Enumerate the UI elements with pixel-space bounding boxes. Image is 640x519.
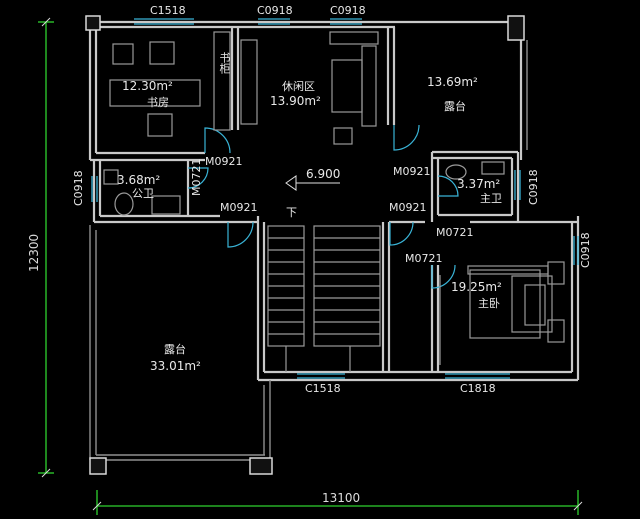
- terrace-top-area: 13.69m²: [427, 75, 478, 89]
- window-label-right-bed: C0918: [579, 232, 592, 268]
- study-area: 12.30m²: [122, 79, 173, 93]
- master-bedroom-area: 19.25m²: [451, 280, 502, 294]
- door-label-bedroom: M0721: [405, 252, 443, 265]
- terrace-railings: [89, 40, 528, 461]
- window-label-top-mid: C0918: [257, 4, 293, 17]
- level-mark: 6.900: [306, 167, 341, 181]
- stair-down-label: 下: [286, 206, 297, 219]
- walls: [88, 20, 580, 382]
- door-label-wc: M0721: [190, 158, 203, 197]
- dimension-lines: [38, 21, 579, 515]
- door-label-stair-right: M0921: [389, 201, 427, 214]
- window-label-top-left: C1518: [150, 4, 186, 17]
- staircase: [267, 225, 381, 372]
- window-label-left: C0918: [72, 170, 85, 206]
- doors: [187, 124, 459, 289]
- terrace-bottom-area: 33.01m²: [150, 359, 201, 373]
- terrace-top-name: 露台: [444, 100, 466, 113]
- master-wc-area: 3.37m²: [457, 177, 501, 191]
- window-label-top-right: C0918: [330, 4, 366, 17]
- master-bedroom-name: 主卧: [478, 297, 500, 310]
- terrace-bottom-name: 露台: [164, 343, 186, 356]
- window-label-bottom-right: C1818: [460, 382, 496, 395]
- study-cabinet-label: 书柜: [218, 52, 231, 74]
- public-wc-name: 公卫: [132, 187, 154, 200]
- study-name: 书房: [147, 96, 169, 109]
- furniture: [103, 31, 565, 372]
- public-wc-area: 3.68m²: [117, 173, 161, 187]
- dimension-height: 12300: [27, 233, 41, 272]
- dimension-width: 13100: [322, 491, 361, 505]
- master-wc-name: 主卫: [480, 192, 502, 205]
- windows: [91, 18, 579, 379]
- lounge-name: 休闲区: [282, 80, 315, 93]
- window-label-right-bath: C0918: [527, 169, 540, 205]
- level-marker-icon: [285, 175, 340, 191]
- columns: [85, 15, 525, 475]
- window-label-bottom-mid: C1518: [305, 382, 341, 395]
- door-label-master-bath: M0721: [436, 226, 474, 239]
- door-label-study: M0921: [205, 155, 243, 168]
- lounge-area: 13.90m²: [270, 94, 321, 108]
- door-label-lounge-right: M0921: [393, 165, 431, 178]
- door-label-stair-left: M0921: [220, 201, 258, 214]
